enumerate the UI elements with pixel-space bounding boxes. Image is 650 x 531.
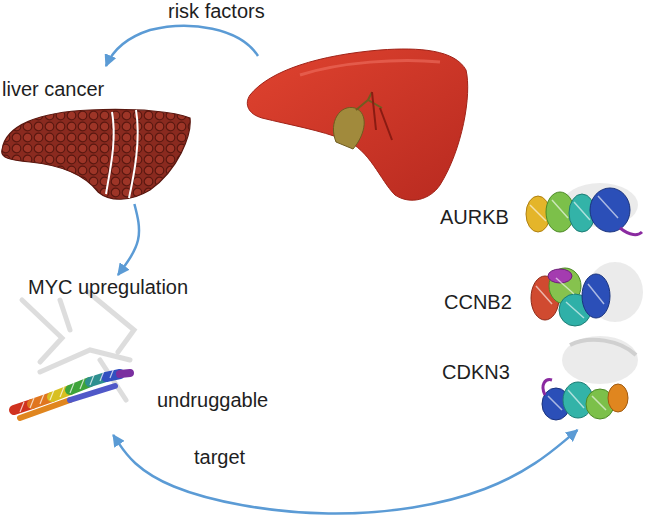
- healthy-liver: [247, 49, 467, 200]
- protein-ribbon: [582, 274, 610, 318]
- diagram-node: liver cancer: [0, 76, 192, 204]
- liver-outline: [247, 49, 467, 200]
- protein-tail: [620, 228, 642, 235]
- myc-protein: [14, 292, 134, 418]
- cdkn3-protein: [542, 336, 638, 420]
- gallbladder: [333, 107, 364, 149]
- bile-duct: [356, 92, 382, 110]
- free-label: target: [194, 446, 245, 468]
- aurkb-protein: [526, 183, 642, 235]
- liver-fissure: [106, 110, 138, 198]
- helix-segment: [20, 400, 70, 418]
- protein-coil: [536, 278, 604, 318]
- diagram-node: AURKB: [436, 185, 644, 245]
- cancer-liver-outline: [2, 109, 190, 199]
- liver-vessel: [372, 92, 392, 140]
- protein-ghost: [22, 292, 134, 400]
- helix-coil: [20, 368, 114, 412]
- node-label: CDKN3: [442, 361, 510, 383]
- node-label: liver cancer: [2, 78, 104, 100]
- helix-segment: [70, 386, 115, 400]
- liver-highlight: [300, 61, 440, 75]
- protein-ghost: [562, 336, 638, 384]
- risk-arrow: [106, 26, 258, 66]
- flow-arrow: [113, 430, 577, 514]
- protein-tail: [543, 380, 552, 395]
- diagram-node: MYC upregulation: [10, 275, 250, 435]
- diagram-node: CDKN3: [436, 336, 644, 430]
- node-label: AURKB: [440, 206, 509, 228]
- flow-arrow: [118, 204, 139, 275]
- protein-ribbon: [608, 384, 628, 412]
- helix-segment: [120, 373, 130, 374]
- free-label: risk factors: [168, 0, 265, 22]
- diagram-node: CCNB2: [436, 262, 644, 334]
- ccnb2-protein: [531, 262, 643, 326]
- node-label: MYC upregulation: [28, 276, 188, 298]
- protein-coil: [530, 196, 618, 221]
- free-label: undruggable: [157, 389, 268, 411]
- node-label: CCNB2: [444, 291, 512, 313]
- cancer-liver: [2, 109, 190, 199]
- protein-coil: [548, 390, 606, 410]
- protein-ghost: [570, 340, 636, 355]
